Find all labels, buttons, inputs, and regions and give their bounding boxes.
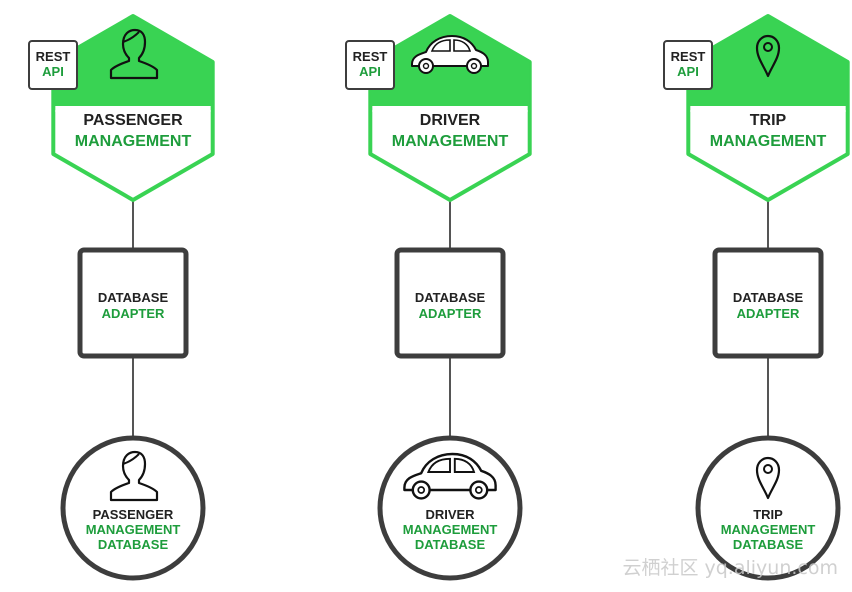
- database-label-line3: DATABASE: [732, 537, 804, 552]
- service-name: TRIP: [749, 112, 787, 129]
- database-label-line3: DATABASE: [97, 537, 169, 552]
- hexagon-header-fill: [688, 16, 848, 110]
- database-adapter-box: [77, 247, 189, 359]
- service-name: DRIVER: [419, 112, 481, 129]
- hexagon-divider: [372, 106, 528, 112]
- service-name-sub: MANAGEMENT: [74, 133, 192, 150]
- adapter-label-line2: ADAPTER: [418, 306, 482, 321]
- database-label-line1: PASSENGER: [92, 507, 174, 522]
- rest-api-line1: REST: [352, 49, 388, 64]
- adapter-label-line1: DATABASE: [97, 290, 169, 305]
- database-label-line2: MANAGEMENT: [720, 522, 816, 537]
- service-name: PASSENGER: [83, 112, 183, 129]
- rest-api-line2: API: [677, 63, 699, 79]
- database-adapter-box: [394, 247, 506, 359]
- service-name-sub: MANAGEMENT: [391, 133, 509, 150]
- adapter-label-line1: DATABASE: [414, 290, 486, 305]
- database-label-line3: DATABASE: [414, 537, 486, 552]
- hexagon-divider: [690, 106, 846, 112]
- database-label-line2: MANAGEMENT: [402, 522, 498, 537]
- database-circle: [695, 435, 841, 581]
- adapter-label-line2: ADAPTER: [736, 306, 800, 321]
- database-adapter-box: [712, 247, 824, 359]
- adapter-label-line1: DATABASE: [732, 290, 804, 305]
- watermark: 云栖社区 yq.aliyun.com: [622, 557, 838, 579]
- adapter-label-line2: ADAPTER: [101, 306, 165, 321]
- rest-api-line1: REST: [670, 49, 706, 64]
- service-name-sub: MANAGEMENT: [709, 133, 827, 150]
- database-label-line1: DRIVER: [425, 507, 475, 522]
- database-label-line1: TRIP: [753, 507, 783, 522]
- rest-api-line2: API: [42, 63, 64, 79]
- hexagon-header-fill: [53, 16, 213, 110]
- hexagon-divider: [55, 106, 211, 112]
- database-circle: [60, 435, 206, 581]
- rest-api-line1: REST: [35, 49, 71, 64]
- rest-api-line2: API: [359, 63, 381, 79]
- database-label-line2: MANAGEMENT: [85, 522, 181, 537]
